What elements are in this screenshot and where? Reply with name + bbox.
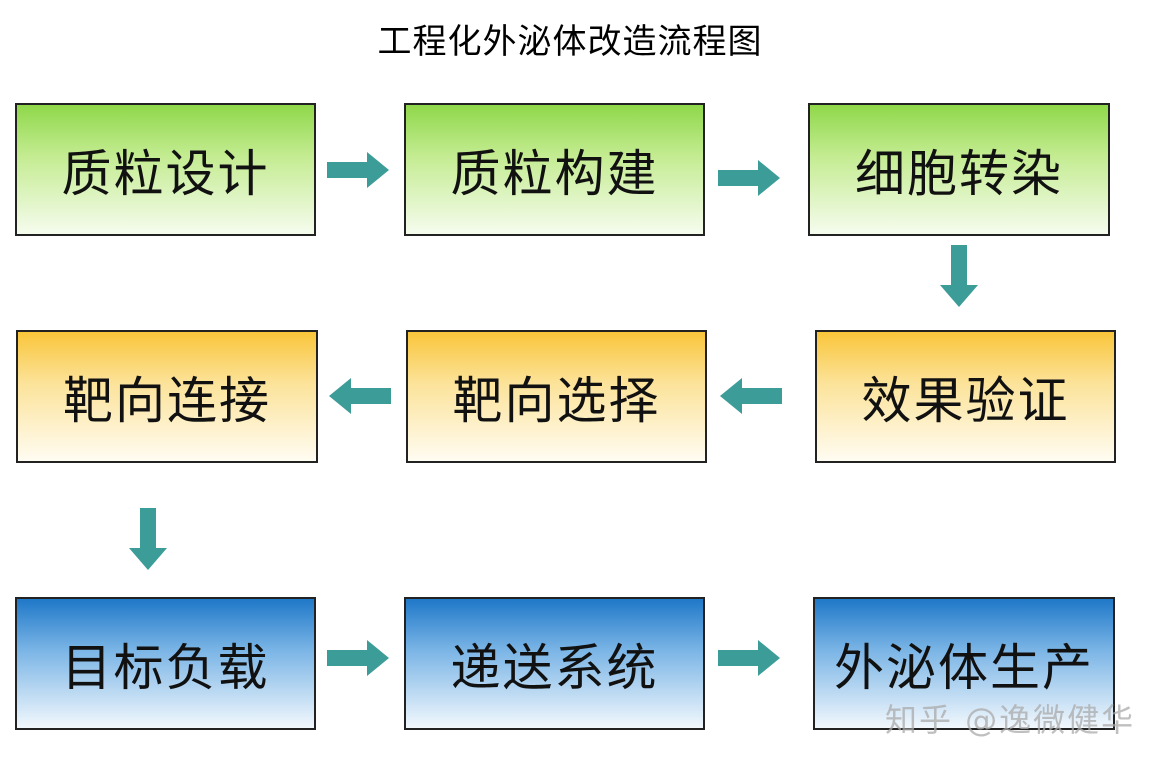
step-plasmid-design: 质粒设计 [15,103,316,236]
step-target-loading: 目标负载 [15,597,316,730]
step-cell-transfection: 细胞转染 [808,103,1110,236]
watermark: 知乎 @逸微健华 [885,701,1136,739]
arrow-down-icon [129,508,167,570]
step-effect-verification: 效果验证 [815,330,1116,463]
arrow-right-icon [718,640,780,676]
step-exosome-production: 外泌体生产 [813,597,1115,730]
arrow-right-icon [327,152,389,188]
diagram-title: 工程化外泌体改造流程图 [377,22,763,62]
arrow-right-icon [327,640,389,676]
step-targeting-selection: 靶向选择 [406,330,707,463]
step-delivery-system: 递送系统 [404,597,705,730]
arrow-down-icon [940,245,978,307]
step-targeting-ligation: 靶向连接 [16,330,318,463]
arrow-left-icon [720,378,782,414]
arrow-right-icon [718,160,780,196]
arrow-left-icon [329,378,391,414]
step-plasmid-construction: 质粒构建 [404,103,705,236]
